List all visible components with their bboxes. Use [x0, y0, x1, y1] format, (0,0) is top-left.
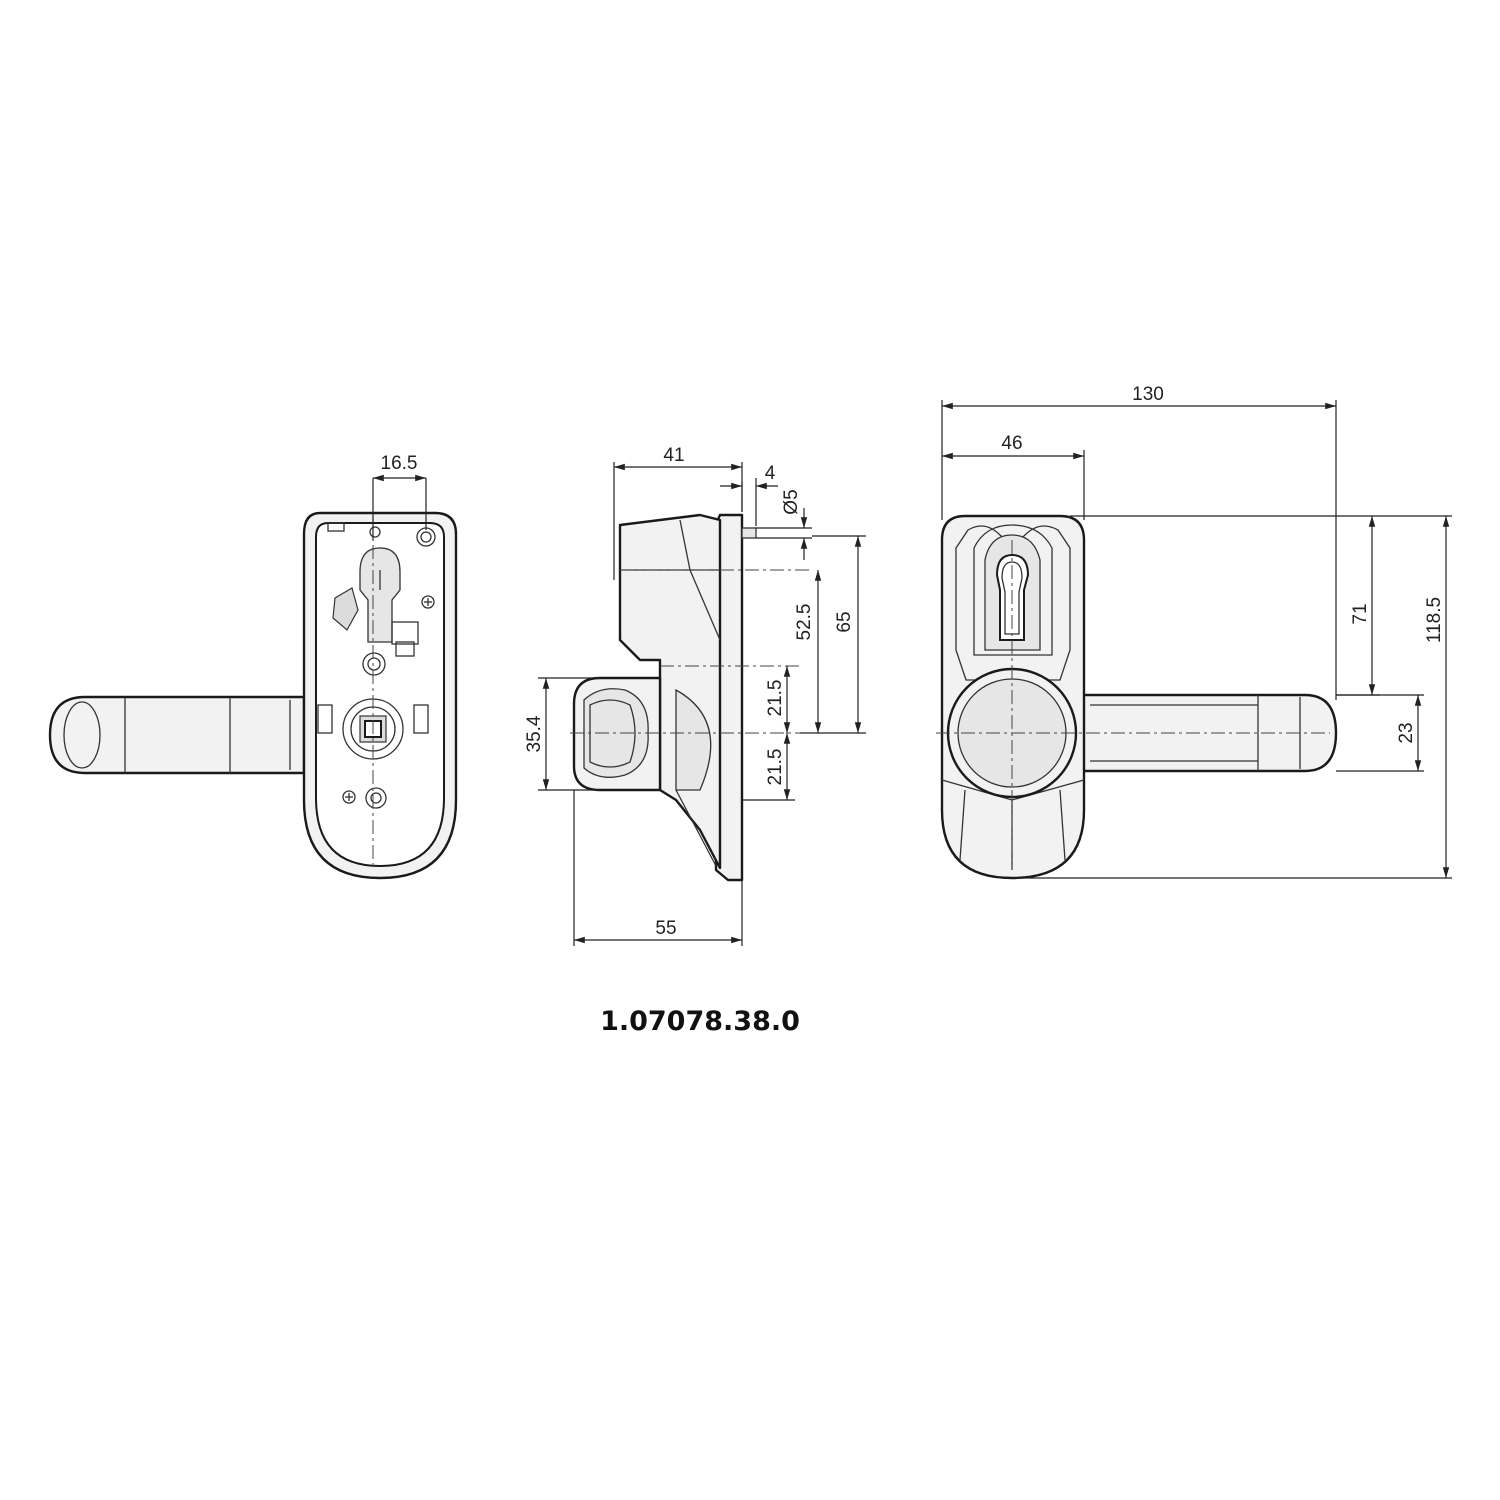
side-handle [572, 676, 662, 792]
dim-upper-offset: 52.5 [794, 570, 822, 733]
dim-text-21-5-upper: 21.5 [765, 680, 786, 717]
dim-text-diameter-5: Ø5 [781, 489, 802, 514]
dim-text-65: 65 [834, 611, 855, 632]
dim-overall-height: 118.5 [1012, 515, 1452, 879]
dim-spindle-height: 65 [800, 535, 866, 734]
dim-lower-half: 21.5 [742, 733, 795, 801]
dim-text-4: 4 [765, 463, 776, 484]
dim-handle-height: 35.4 [524, 677, 600, 791]
part-number-label: 1.07078.38.0 [600, 1006, 800, 1037]
front-handle [48, 695, 306, 775]
dim-text-52-5: 52.5 [794, 604, 815, 641]
dim-text-16-5: 16.5 [381, 453, 418, 474]
dim-overall-length: 130 [941, 384, 1337, 700]
dim-text-21-5-lower: 21.5 [765, 749, 786, 786]
dim-upper-half: 21.5 [765, 666, 791, 733]
rear-view: 130 46 71 118.5 23 [936, 384, 1452, 880]
dim-text-23: 23 [1396, 722, 1417, 743]
dim-text-130: 130 [1132, 384, 1164, 405]
dim-text-41: 41 [663, 445, 684, 466]
dim-text-35-4: 35.4 [524, 715, 545, 752]
dim-cylinder-to-spindle: 71 [1070, 515, 1380, 696]
dim-pin-diameter: Ø5 [756, 489, 812, 560]
dim-plate-width: 46 [942, 433, 1085, 520]
front-view: 16.5 [48, 453, 458, 880]
dim-total-depth: 55 [573, 790, 743, 946]
front-cylinder-cutout [359, 547, 401, 643]
dim-text-46: 46 [1001, 433, 1022, 454]
dim-text-71: 71 [1350, 603, 1371, 624]
dim-text-55: 55 [655, 918, 676, 939]
dim-plate-thickness: 4 [720, 463, 778, 526]
dim-cylinder-offset: 16.5 [372, 453, 427, 540]
dim-text-118-5: 118.5 [1424, 597, 1445, 643]
side-view: 41 4 Ø5 52.5 65 [524, 445, 866, 946]
dim-handle-diameter: 23 [1336, 694, 1424, 772]
